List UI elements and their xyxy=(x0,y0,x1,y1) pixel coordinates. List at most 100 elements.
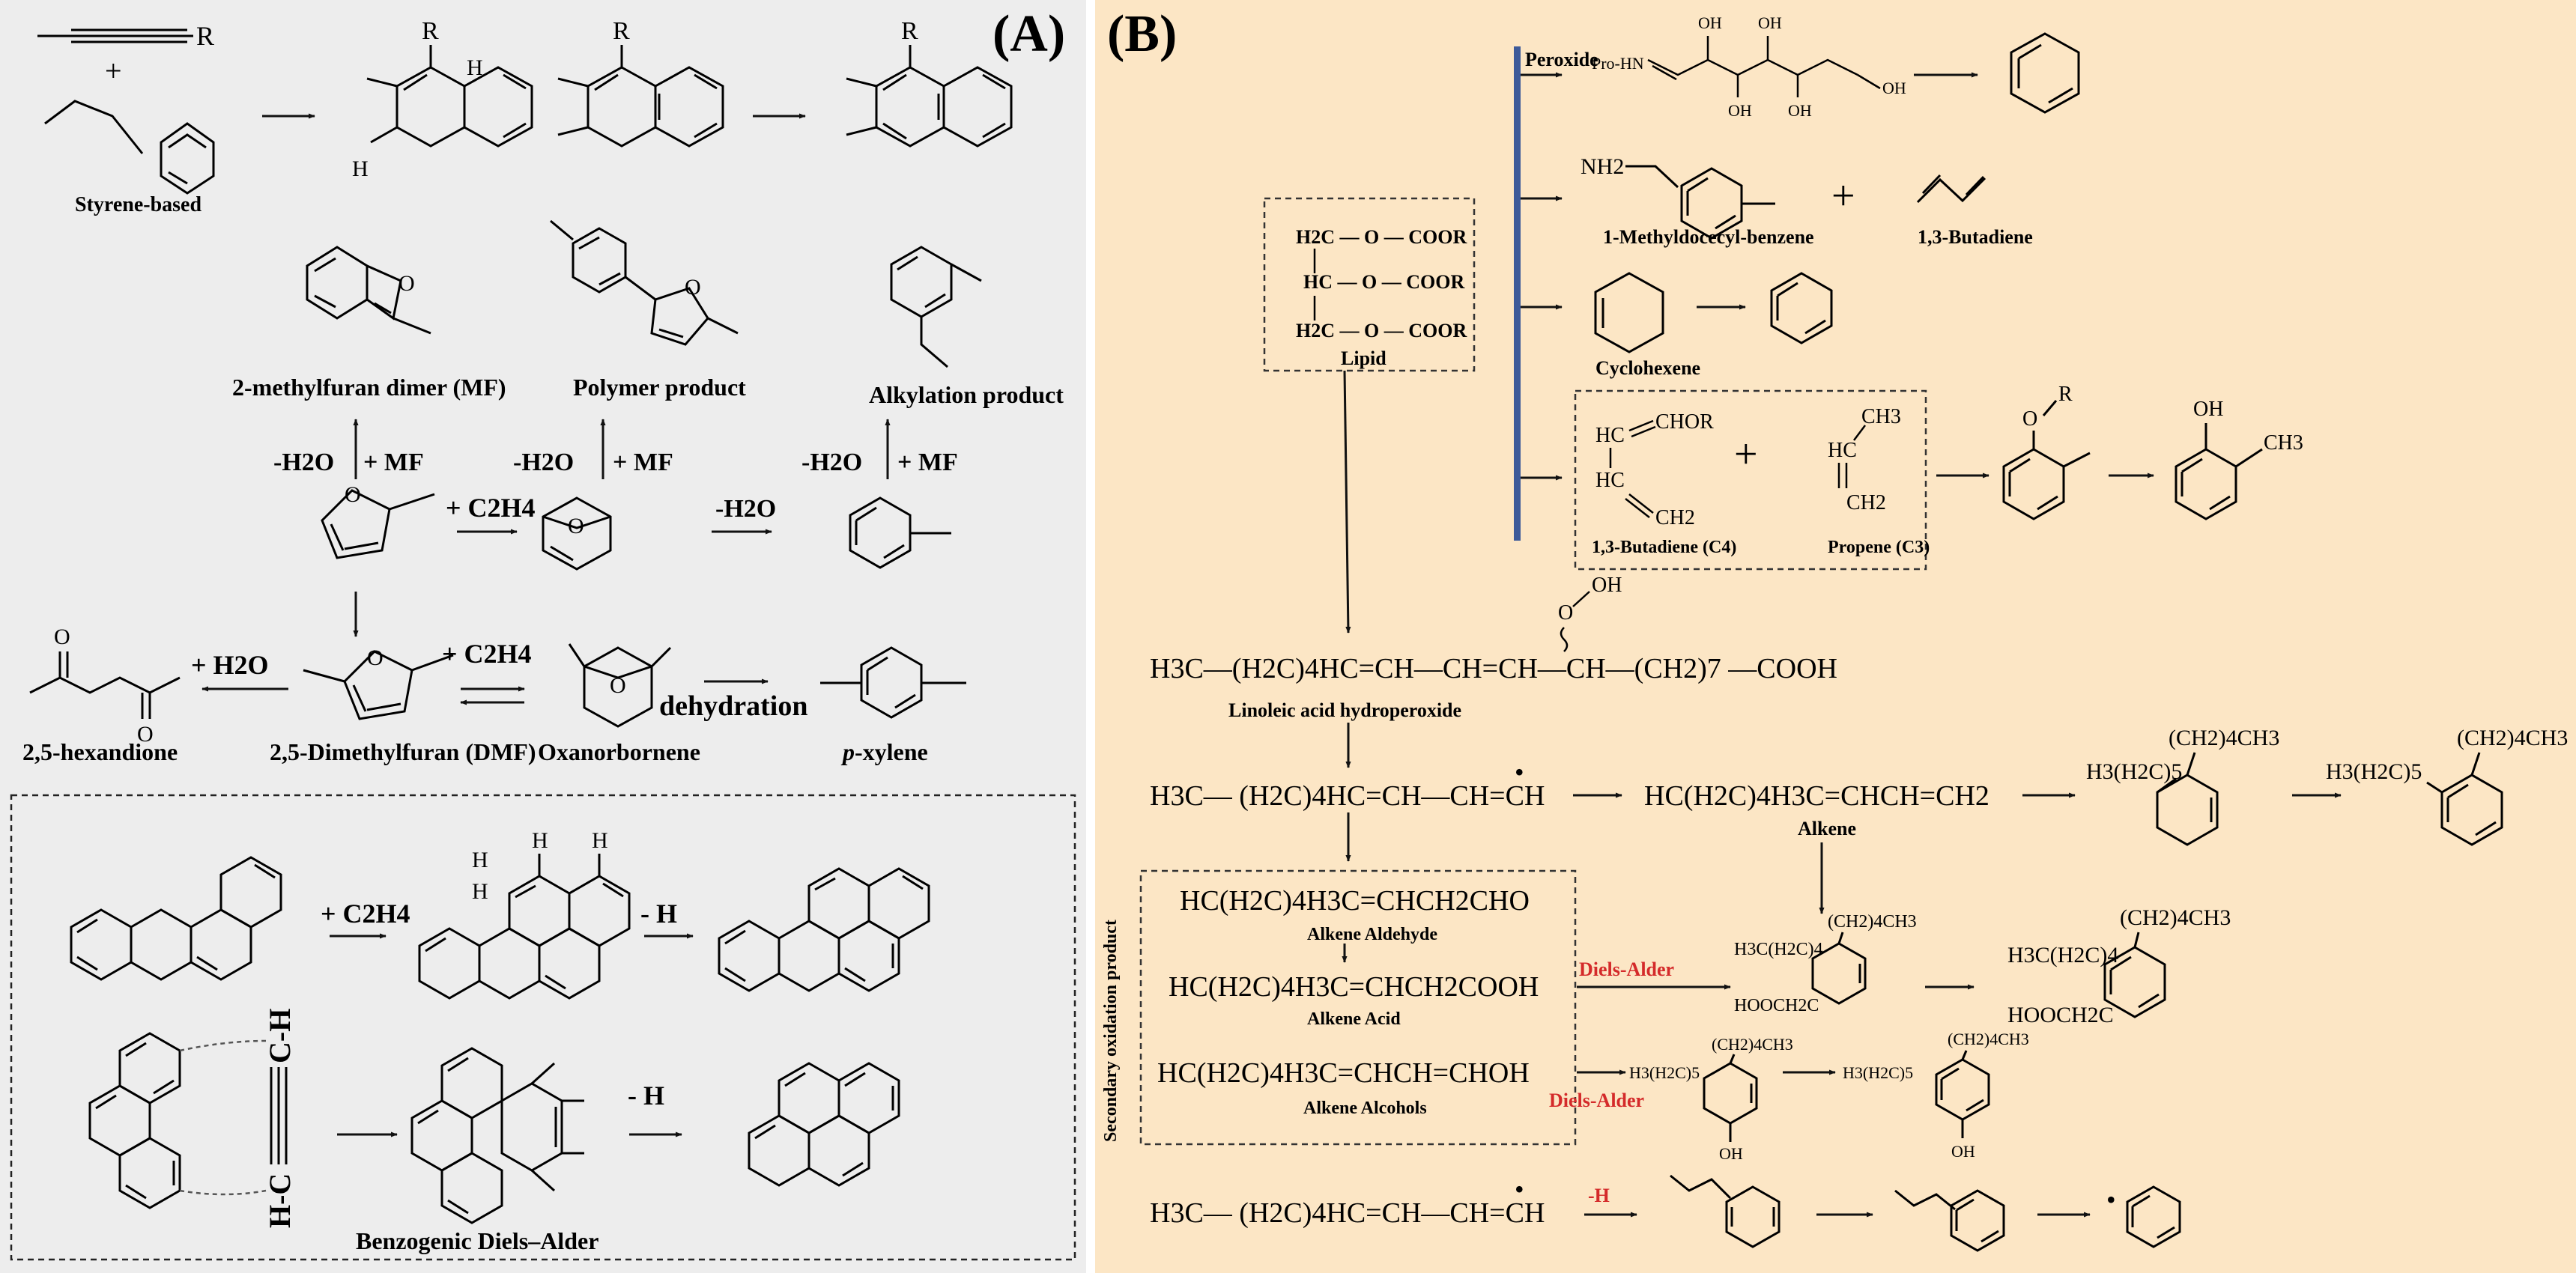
dihydro-h-top: H xyxy=(467,55,483,80)
acid-caption: Alkene Acid xyxy=(1307,1009,1401,1029)
cyclo-sub-ch2-4ch3: (CH2)4CH3 xyxy=(2169,726,2279,750)
hexandione-molecule xyxy=(29,651,181,719)
dashed-bond-bottom xyxy=(179,1189,267,1196)
da2-cyclohexene xyxy=(1703,1054,1758,1142)
panel-b-label: (B) xyxy=(1107,5,1177,63)
pah-dihydro-intermediate xyxy=(418,854,631,1000)
benzogenic-adduct xyxy=(410,1047,584,1224)
dmf-oxygen: O xyxy=(367,645,384,670)
methyldocecyl-caption: 1-Methyldocecyl-benzene xyxy=(1603,226,1814,248)
ethylene-label-2: + C2H4 xyxy=(442,639,532,669)
hydroperoxide-squiggle xyxy=(1560,627,1569,652)
lipid-caption: Lipid xyxy=(1341,347,1387,369)
alkyne-hc-bottom: H-C xyxy=(263,1173,297,1228)
methylfuran-dimer-molecule xyxy=(306,246,431,335)
dimethylfuran-molecule xyxy=(303,650,454,720)
minus-water-step: -H2O xyxy=(715,495,776,523)
dmf-caption: 2,5-Dimethylfuran (DMF) xyxy=(270,738,536,765)
p-xylene-italic: p xyxy=(840,738,855,765)
styrene-alkyne-reaction xyxy=(37,28,193,43)
da1p-hoocch2c: HOOCH2C xyxy=(2007,1003,2114,1027)
pah-h-atom-3: H xyxy=(472,848,488,872)
acetylene-triple-bond xyxy=(270,1067,288,1164)
c4-chor: CHOR xyxy=(1655,410,1714,434)
c3-hc: HC xyxy=(1828,439,1857,462)
benzogenic-caption: Benzogenic Diels–Alder xyxy=(356,1227,598,1254)
secondary-oxidation-label: Secondary oxidation product xyxy=(1101,920,1121,1142)
alkyne-r-group: R xyxy=(196,21,214,51)
sugar-oh-3: OH xyxy=(1758,13,1782,32)
ether-o: O xyxy=(2022,407,2037,431)
panel-a-label: (A) xyxy=(992,5,1065,63)
polymer-plus-mf: + MF xyxy=(613,449,673,476)
pro-hn-label: Pro-HN xyxy=(1592,54,1644,73)
alkene-caption: Alkene xyxy=(1798,818,1856,839)
polymer-minus-water: -H2O xyxy=(513,449,574,476)
oxanorbornene-molecule xyxy=(568,643,672,728)
c3-bonds xyxy=(1837,425,1866,488)
da1p-h3ch2c4: H3C(H2C)4 xyxy=(2007,943,2118,967)
cresol-ch3: CH3 xyxy=(2264,431,2303,455)
lipid-dashed-box xyxy=(1263,197,1476,372)
peroxide-label: Peroxide xyxy=(1525,49,1598,70)
polymer-oxygen: O xyxy=(685,275,701,300)
hydroperoxide-o: O xyxy=(1558,601,1573,625)
da2-oh: OH xyxy=(1719,1144,1743,1163)
alcohol-caption: Alkene Alcohols xyxy=(1303,1099,1427,1118)
hexandione-caption: 2,5-hexandione xyxy=(22,738,178,765)
ethylene-label-1: + C2H4 xyxy=(446,493,536,523)
dihydronaphthalene-intermediate xyxy=(366,45,533,148)
lipid-row-1: H2C — O — COOR xyxy=(1296,226,1467,248)
aryl-ether-molecule xyxy=(2002,400,2091,520)
sugar-oh-1: OH xyxy=(1698,13,1722,32)
secondary-oxidation-box xyxy=(1139,869,1577,1146)
alkyl-minus-water: -H2O xyxy=(801,449,862,476)
p-xylene-caption: p-xylene xyxy=(840,738,928,765)
dashed-bond-top xyxy=(179,1039,267,1052)
hexandione-o-bottom: O xyxy=(137,722,154,747)
c4-ch2: CH2 xyxy=(1655,506,1695,529)
da2-ch2-4ch3: (CH2)4CH3 xyxy=(1712,1035,1793,1054)
da2-phenol-product xyxy=(1935,1050,1990,1138)
nh2-label: NH2 xyxy=(1581,154,1624,179)
toluene-product xyxy=(849,496,951,569)
pah-h-atom-2: H xyxy=(592,828,608,853)
cyclohexene-molecule xyxy=(1594,272,1664,353)
plus-sign-2: + xyxy=(1734,431,1758,478)
mf-minus-water: -H2O xyxy=(273,449,334,476)
benzene-product-2 xyxy=(1770,272,1833,344)
adduct-oxygen: O xyxy=(568,514,584,538)
naphthalene-r-group: R xyxy=(901,17,918,45)
lipid-down-arrow xyxy=(1343,370,1351,634)
propylbenzene xyxy=(1894,1189,2005,1252)
phenyl-radical xyxy=(2126,1185,2181,1248)
pah-h-atom-1: H xyxy=(532,828,548,853)
radical-dot: • xyxy=(1515,757,1524,787)
p-xylene-rest: -xylene xyxy=(855,738,928,765)
linoleic-caption: Linoleic acid hydroperoxide xyxy=(1228,699,1461,721)
alkylbenzene-product-1 xyxy=(2426,752,2503,846)
panel-b: (B) Peroxide Pro-HN OH OH OH OH OH xyxy=(1095,0,2576,1273)
hydroperoxide-oh: OH xyxy=(1592,574,1622,597)
vertical-separator xyxy=(1514,46,1521,541)
methylfuran-oxygen: O xyxy=(345,482,361,507)
c4-hc-2: HC xyxy=(1595,469,1625,492)
panel-a: (A) R + Styrene-based xyxy=(0,0,1086,1273)
da1p-ch2-4ch3: (CH2)4CH3 xyxy=(2120,905,2231,930)
pah-h-atom-4: H xyxy=(472,879,488,904)
mf-dimer-oxygen: O xyxy=(398,271,415,296)
aldehyde-caption: Alkene Aldehyde xyxy=(1307,925,1437,944)
polymer-product-molecule xyxy=(550,219,739,346)
hydroperoxide-bond xyxy=(1572,591,1590,607)
diels-alder-label-2: Diels-Alder xyxy=(1549,1090,1644,1111)
da1-cyclohexene xyxy=(1811,932,1867,1005)
benzopyrene-product xyxy=(718,867,930,992)
oxanorbornene-oxygen: O xyxy=(610,673,626,698)
mf-dimer-caption: 2-methylfuran dimer (MF) xyxy=(232,374,506,401)
polymer-caption: Polymer product xyxy=(573,374,746,401)
aldehyde-formula: HC(H2C)4H3C=CHCH2CHO xyxy=(1180,885,1530,917)
da2p-ch2-4ch3: (CH2)4CH3 xyxy=(1948,1030,2029,1048)
linoleic-formula: H3C—(H2C)4HC=CH—CH=CH—CH—(CH2)7 —COOH xyxy=(1150,653,1837,684)
butadiene-caption: 1,3-Butadiene xyxy=(1918,226,2033,248)
benz-sub-h3ch2c5: H3(H2C)5 xyxy=(2326,759,2422,784)
